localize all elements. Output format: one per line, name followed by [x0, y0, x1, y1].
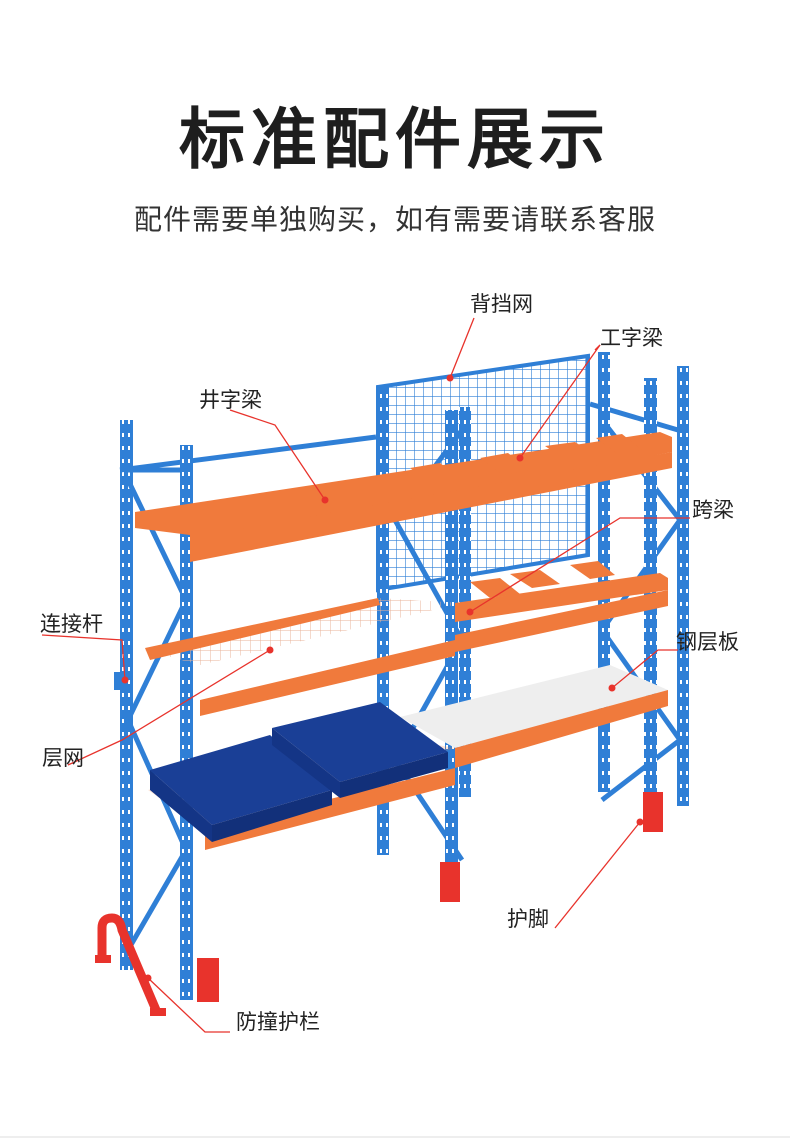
- bottom-divider: [0, 1136, 790, 1138]
- label-span-beam: 跨梁: [692, 494, 734, 524]
- label-guard-rail: 防撞护栏: [236, 1006, 320, 1036]
- label-i-beam: 工字梁: [600, 322, 663, 352]
- label-back-mesh: 背挡网: [470, 288, 533, 318]
- label-wire-deck: 层网: [42, 742, 84, 772]
- label-foot-guard: 护脚: [507, 903, 549, 933]
- label-connector: 连接杆: [40, 608, 103, 638]
- label-steel-deck: 钢层板: [676, 626, 739, 656]
- label-grid-beam: 井字梁: [199, 384, 262, 414]
